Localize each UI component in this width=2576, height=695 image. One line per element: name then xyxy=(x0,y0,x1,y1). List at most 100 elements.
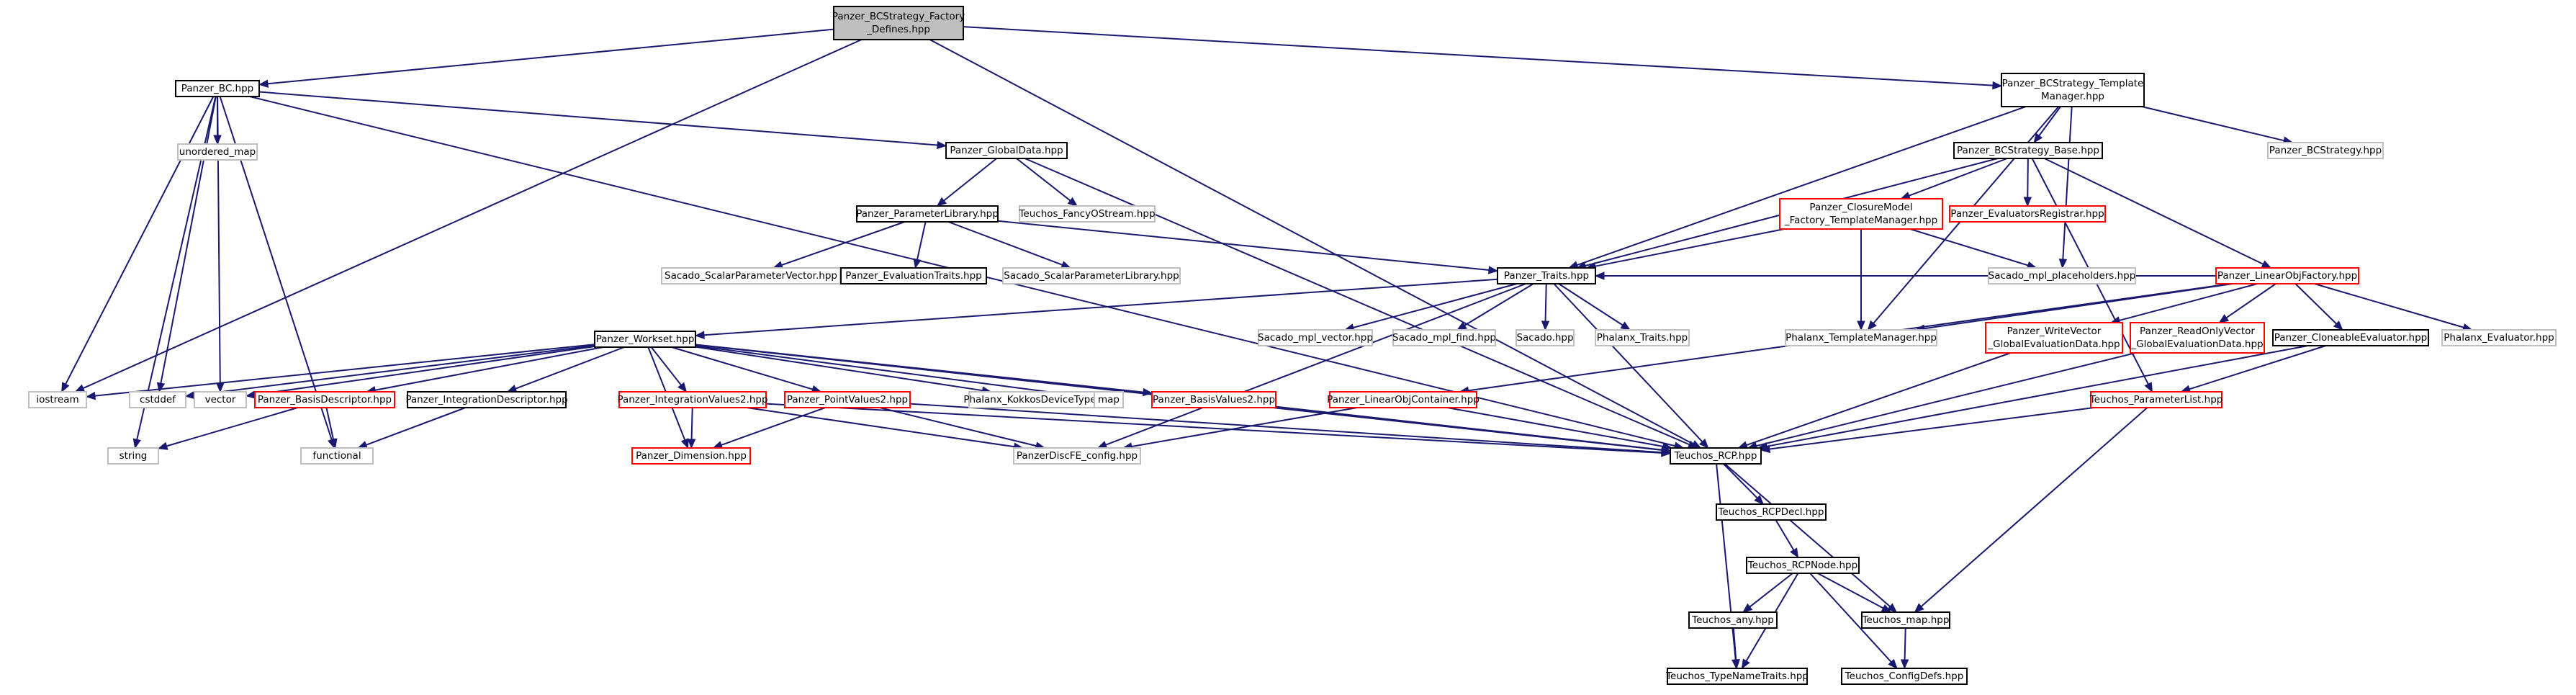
node-box[interactable] xyxy=(1019,205,1156,223)
node-cdefs[interactable]: Teuchos_ConfigDefs.hpp xyxy=(1841,668,1968,685)
node-bcs[interactable]: Panzer_BCStrategy.hpp xyxy=(2267,142,2384,159)
node-box[interactable] xyxy=(2001,73,2145,107)
node-workset[interactable]: Panzer_Workset.hpp xyxy=(594,331,696,348)
node-box[interactable] xyxy=(129,391,186,408)
node-box[interactable] xyxy=(28,391,87,408)
node-globaldata[interactable]: Panzer_GlobalData.hpp xyxy=(945,142,1068,159)
node-box[interactable] xyxy=(1094,391,1124,408)
node-sspv[interactable]: Sacado_ScalarParameterVector.hpp xyxy=(661,267,841,284)
node-discfe[interactable]: PanzerDiscFE_config.hpp xyxy=(1013,447,1141,465)
node-box[interactable] xyxy=(2267,142,2384,159)
node-box[interactable] xyxy=(784,391,911,408)
node-box[interactable] xyxy=(300,447,374,465)
node-box[interactable] xyxy=(1841,668,1968,685)
node-evreg[interactable]: Panzer_EvaluatorsRegistrar.hpp xyxy=(1949,205,2106,223)
node-box[interactable] xyxy=(631,447,751,465)
node-box[interactable] xyxy=(2215,267,2359,284)
arrowhead-icon xyxy=(1594,272,1605,280)
node-phtraits[interactable]: Phalanx_Traits.hpp xyxy=(1595,329,1690,346)
node-evtraits[interactable]: Panzer_EvaluationTraits.hpp xyxy=(840,267,987,284)
node-box[interactable] xyxy=(1716,503,1827,521)
node-smv[interactable]: Sacado_mpl_vector.hpp xyxy=(1258,329,1373,346)
node-box[interactable] xyxy=(1861,611,1950,629)
node-unordered_map[interactable]: unordered_map xyxy=(177,143,258,161)
node-loc[interactable]: Panzer_LinearObjContainer.hpp xyxy=(1327,391,1480,408)
node-box[interactable] xyxy=(194,391,247,408)
arrowhead-icon xyxy=(1541,320,1550,331)
node-box[interactable] xyxy=(175,80,260,97)
node-pheval[interactable]: Phalanx_Evaluator.hpp xyxy=(2441,329,2557,346)
node-basisval2[interactable]: Panzer_BasisValues2.hpp xyxy=(1151,391,1276,408)
node-closure[interactable]: Panzer_ClosureModel_Factory_TemplateMana… xyxy=(1779,198,1943,230)
node-intval2[interactable]: Panzer_IntegrationValues2.hpp xyxy=(617,391,768,408)
node-vector[interactable]: vector xyxy=(194,391,247,408)
node-box[interactable] xyxy=(1497,267,1596,284)
node-bcbase[interactable]: Panzer_BCStrategy_Base.hpp xyxy=(1953,142,2103,159)
node-box[interactable] xyxy=(618,391,767,408)
node-box[interactable] xyxy=(2272,329,2429,346)
node-box[interactable] xyxy=(1785,329,1937,346)
node-box[interactable] xyxy=(840,267,987,284)
node-box[interactable] xyxy=(2441,329,2557,346)
node-paramlib[interactable]: Panzer_ParameterLibrary.hpp xyxy=(856,205,999,223)
node-box[interactable] xyxy=(1013,447,1141,465)
node-box[interactable] xyxy=(1670,447,1762,465)
node-fancy[interactable]: Teuchos_FancyOStream.hpp xyxy=(1018,205,1156,223)
node-any[interactable]: Teuchos_any.hpp xyxy=(1688,611,1778,629)
node-dimension[interactable]: Panzer_Dimension.hpp xyxy=(631,447,751,465)
node-iostream[interactable]: iostream xyxy=(28,391,87,408)
node-box[interactable] xyxy=(1258,329,1373,346)
node-box[interactable] xyxy=(1949,205,2106,223)
node-box[interactable] xyxy=(1985,322,2123,354)
node-box[interactable] xyxy=(407,391,567,408)
node-box[interactable] xyxy=(1002,267,1181,284)
node-box[interactable] xyxy=(1667,668,1808,685)
node-box[interactable] xyxy=(107,447,159,465)
node-bc[interactable]: Panzer_BC.hpp xyxy=(175,80,260,97)
node-functional[interactable]: functional xyxy=(300,447,374,465)
node-box[interactable] xyxy=(1595,329,1690,346)
node-tm[interactable]: Panzer_BCStrategy_TemplateManager.hpp xyxy=(2001,73,2145,107)
node-string[interactable]: string xyxy=(107,447,159,465)
node-box[interactable] xyxy=(1988,267,2136,284)
node-sspl[interactable]: Sacado_ScalarParameterLibrary.hpp xyxy=(1002,267,1181,284)
node-tmap[interactable]: Teuchos_map.hpp xyxy=(1861,611,1950,629)
node-rcpnode[interactable]: Teuchos_RCPNode.hpp xyxy=(1746,557,1860,574)
node-plist[interactable]: Teuchos_ParameterList.hpp xyxy=(2089,391,2223,408)
node-box[interactable] xyxy=(1329,391,1477,408)
node-box[interactable] xyxy=(2130,322,2265,354)
node-box[interactable] xyxy=(833,6,964,40)
node-rcp[interactable]: Teuchos_RCP.hpp xyxy=(1670,447,1762,465)
node-ptval2[interactable]: Panzer_PointValues2.hpp xyxy=(784,391,911,408)
node-clone[interactable]: Panzer_CloneableEvaluator.hpp xyxy=(2272,329,2429,346)
node-smph[interactable]: Sacado_mpl_placeholders.hpp xyxy=(1988,267,2136,284)
node-box[interactable] xyxy=(1746,557,1860,574)
node-basisdesc[interactable]: Panzer_BasisDescriptor.hpp xyxy=(254,391,395,408)
node-rcpdecl[interactable]: Teuchos_RCPDecl.hpp xyxy=(1716,503,1827,521)
node-box[interactable] xyxy=(856,205,999,223)
node-box[interactable] xyxy=(594,331,696,348)
node-box[interactable] xyxy=(1392,329,1496,346)
node-box[interactable] xyxy=(1151,391,1276,408)
node-wv[interactable]: Panzer_WriteVector_GlobalEvaluationData.… xyxy=(1985,322,2123,354)
node-kokkos[interactable]: Phalanx_KokkosDeviceTypes.hpp xyxy=(963,391,1123,408)
node-map[interactable]: map xyxy=(1094,391,1124,408)
node-box[interactable] xyxy=(1516,329,1575,346)
node-box[interactable] xyxy=(2090,391,2223,408)
node-rov[interactable]: Panzer_ReadOnlyVector_GlobalEvaluationDa… xyxy=(2130,322,2265,354)
node-box[interactable] xyxy=(177,143,258,161)
node-intdesc[interactable]: Panzer_IntegrationDescriptor.hpp xyxy=(405,391,568,408)
node-cstddef[interactable]: cstddef xyxy=(129,391,186,408)
node-phtm[interactable]: Phalanx_TemplateManager.hpp xyxy=(1785,329,1937,346)
node-box[interactable] xyxy=(254,391,395,408)
node-traits[interactable]: Panzer_Traits.hpp xyxy=(1497,267,1596,284)
node-sacado[interactable]: Sacado.hpp xyxy=(1516,329,1575,346)
node-box[interactable] xyxy=(945,142,1068,159)
node-smf[interactable]: Sacado_mpl_find.hpp xyxy=(1392,329,1496,346)
node-root[interactable]: Panzer_BCStrategy_Factory_Defines.hpp xyxy=(832,6,965,40)
node-box[interactable] xyxy=(1688,611,1778,629)
node-box[interactable] xyxy=(1953,142,2103,159)
node-lof[interactable]: Panzer_LinearObjFactory.hpp xyxy=(2215,267,2359,284)
node-box[interactable] xyxy=(1779,198,1943,230)
node-tnt[interactable]: Teuchos_TypeNameTraits.hpp xyxy=(1665,668,1809,685)
